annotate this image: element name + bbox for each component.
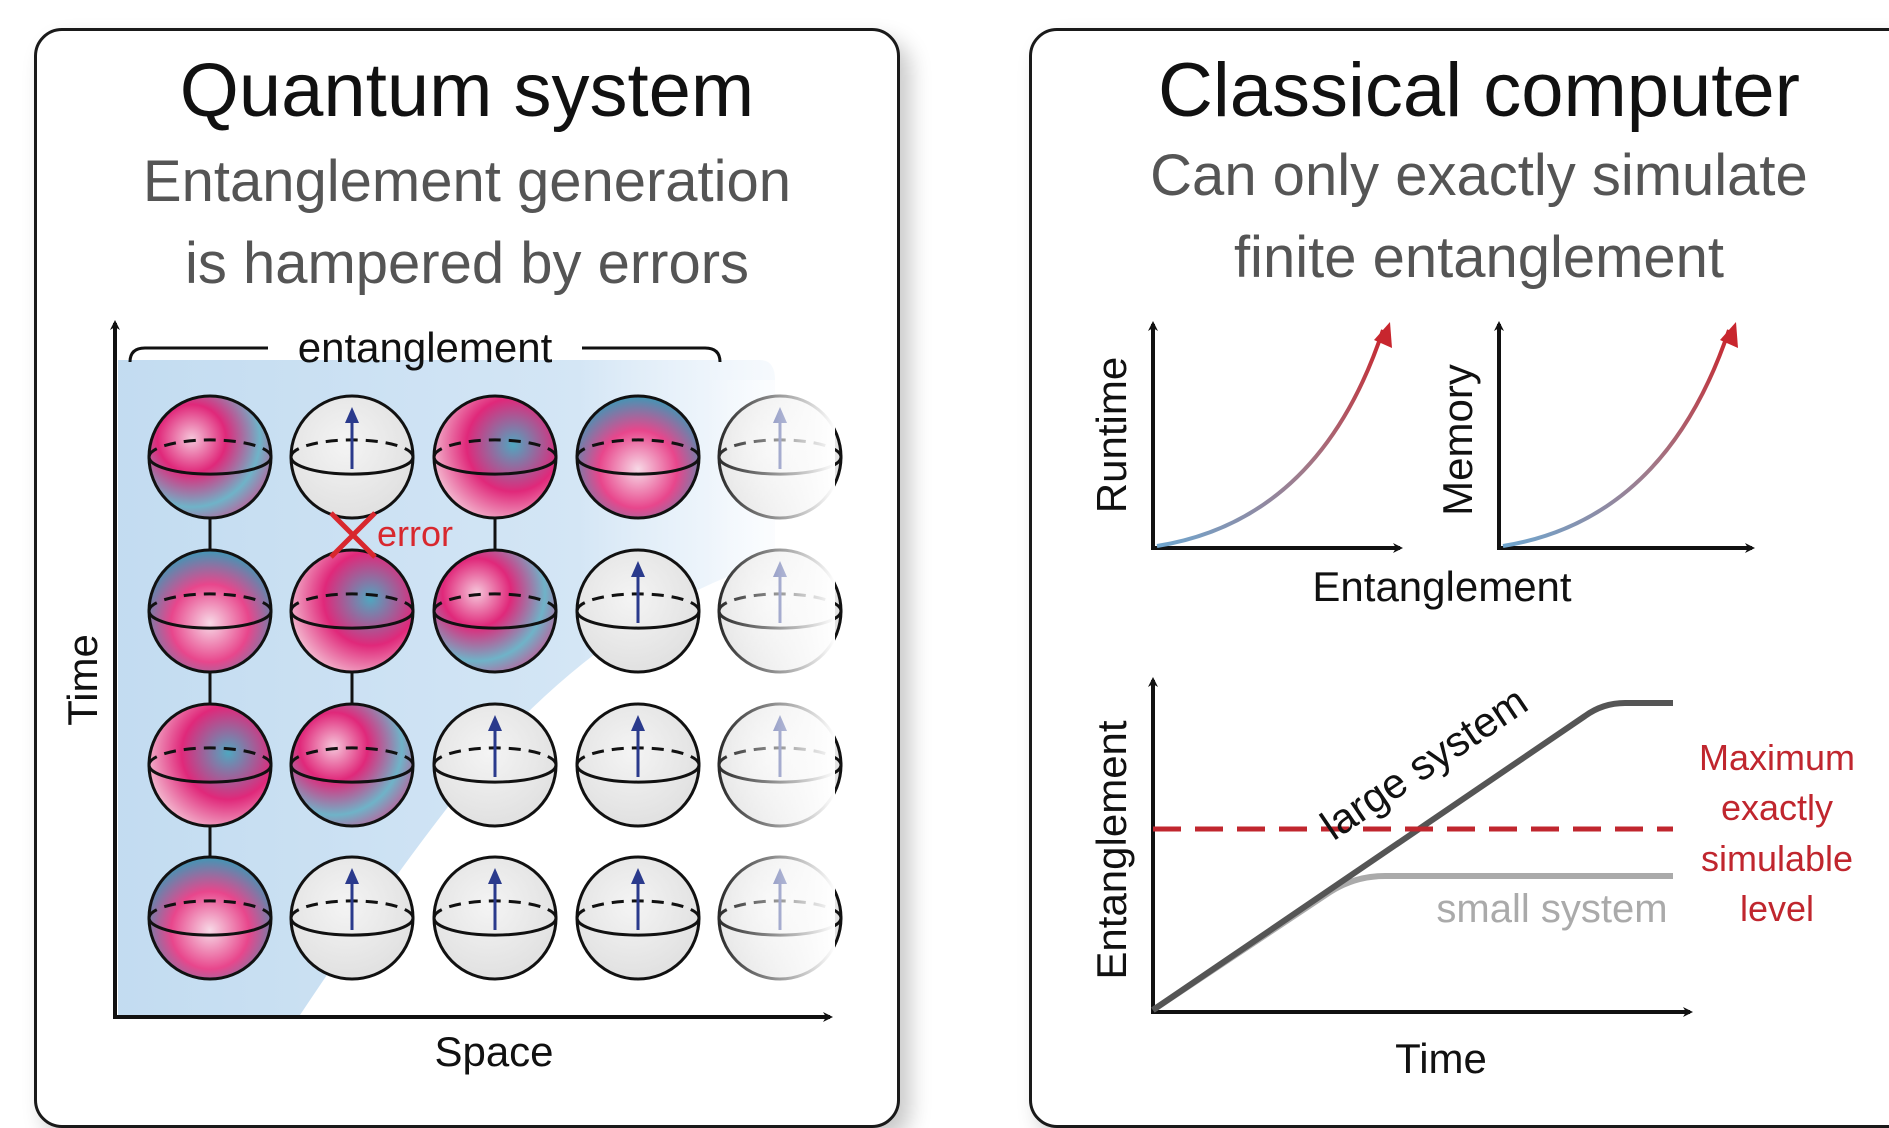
qubit-sphere-entangled	[147, 855, 273, 981]
entanglement-bracket	[128, 346, 722, 363]
time-axis-label: Time	[59, 634, 106, 726]
qubit-sphere-entangled	[432, 548, 558, 674]
entanglement-bracket-label: entanglement	[298, 324, 553, 371]
space-axis-label: Space	[434, 1028, 553, 1075]
classical-computer-panel: Classical computer Can only exactly simu…	[1029, 28, 1889, 1128]
small-system-label: small system	[1436, 887, 1667, 931]
max-level-line3: simulable	[1701, 838, 1853, 879]
qubit-sphere-entangled	[432, 394, 558, 520]
quantum-grid-diagram: entanglement error Space Time	[59, 320, 843, 1075]
memory-plot: Memory	[1434, 321, 1755, 553]
qubit-sphere-entangled	[147, 394, 273, 520]
quantum-title: Quantum system	[179, 48, 755, 133]
qubit-sphere-unentangled	[575, 855, 701, 981]
diagram-canvas: entanglement error Space Time Runti	[59, 320, 1855, 1082]
qubit-sphere-unentangled	[289, 394, 415, 520]
qubit-sphere-entangled	[147, 702, 273, 828]
error-x-icon	[329, 511, 377, 559]
classical-title: Classical computer	[1158, 48, 1800, 133]
ent-time-x-label: Time	[1395, 1035, 1487, 1082]
qubit-sphere-unentangled	[432, 855, 558, 981]
qubit-sphere-unentangled	[575, 702, 701, 828]
runtime-curve	[1156, 329, 1385, 548]
max-level-line2: exactly	[1721, 787, 1833, 828]
entanglement-time-plot: large system small system Maximum exactl…	[1088, 677, 1855, 1082]
classical-subtitle-line1: Can only exactly simulate	[1150, 143, 1808, 208]
entanglement-shared-x-label: Entanglement	[1312, 563, 1572, 610]
qubit-sphere-entangled	[575, 394, 701, 520]
classical-subtitle-line2: finite entanglement	[1233, 225, 1725, 290]
runtime-curve-arrowhead	[1374, 322, 1392, 348]
grid-fade	[705, 380, 835, 1000]
quantum-subtitle-line1: Entanglement generation	[142, 149, 792, 214]
ent-time-y-label: Entanglement	[1088, 720, 1135, 980]
error-label: error	[377, 513, 453, 554]
qubit-sphere-unentangled	[432, 702, 558, 828]
qubit-sphere-entangled	[289, 548, 415, 674]
runtime-label: Runtime	[1088, 357, 1135, 513]
quantum-subtitle-line2: is hampered by errors	[184, 231, 750, 296]
large-system-curve	[1151, 700, 1673, 1013]
qubit-sphere-unentangled	[575, 548, 701, 674]
runtime-plot: Runtime	[1088, 321, 1403, 553]
max-level-line1: Maximum	[1699, 737, 1855, 778]
memory-label: Memory	[1434, 364, 1481, 516]
qubit-sphere-entangled	[289, 702, 415, 828]
entanglement-glow	[118, 360, 775, 1015]
qubit-sphere-unentangled	[289, 855, 415, 981]
memory-curve	[1502, 329, 1731, 548]
qubit-sphere-entangled	[147, 548, 273, 674]
max-level-line4: level	[1740, 888, 1814, 929]
memory-curve-arrowhead	[1720, 322, 1738, 348]
